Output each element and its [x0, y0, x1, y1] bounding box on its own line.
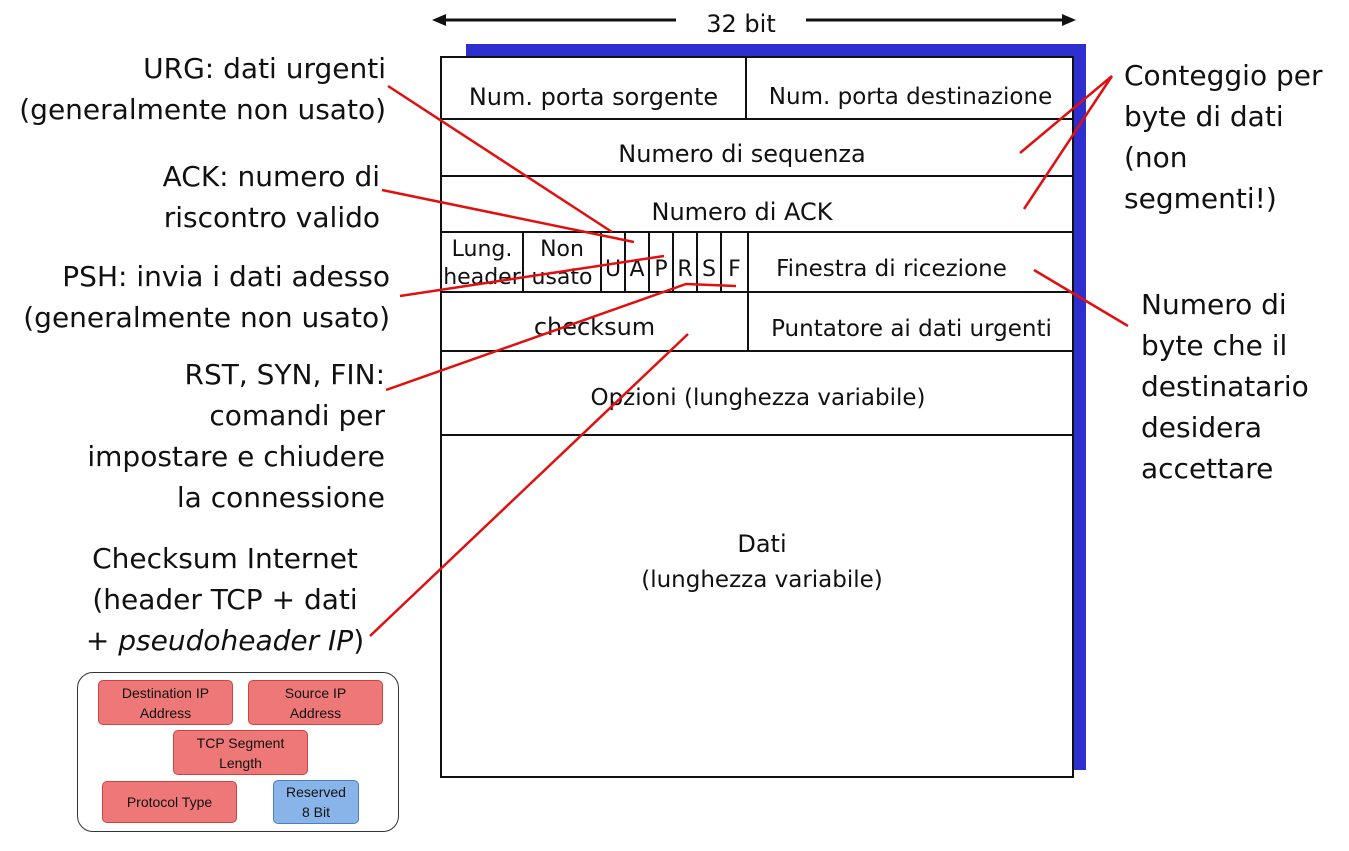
col-divider [672, 231, 674, 292]
rst-syn-fin-note: RST, SYN, FIN: comandi per impostare e c… [87, 358, 385, 514]
ack-number-field: Numero di ACK [651, 198, 833, 226]
width-label: 32 bit [706, 10, 776, 38]
flag-ack: A [629, 256, 645, 282]
flag-fin: F [728, 256, 741, 282]
pseudoheader-term: pseudoheader IP [118, 624, 354, 657]
row-divider [440, 434, 1074, 436]
col-divider [745, 56, 747, 119]
row-divider [440, 291, 1074, 293]
row-divider [440, 175, 1074, 177]
destination-port-field: Num. porta destinazione [768, 84, 1053, 110]
count-pointer-line-seq [1019, 75, 1113, 154]
urg-note: URG: dati urgenti (generalmente non usat… [19, 52, 386, 126]
protocol-type-box: Protocol Type [102, 781, 237, 823]
flag-rst: R [677, 256, 693, 282]
receive-window-field: Finestra di ricezione [776, 256, 1007, 282]
checksum-note: Checksum Internet (header TCP + dati + p… [85, 542, 365, 657]
ack-pointer-line [381, 188, 635, 244]
urgent-pointer-field: Puntatore ai dati urgenti [771, 316, 1052, 342]
row-divider [440, 118, 1074, 120]
ack-note: ACK: numero di riscontro valido [162, 160, 380, 234]
byte-count-note: Conteggio per byte di dati (non segmenti… [1124, 59, 1323, 215]
header-length-label-2: header [443, 265, 521, 290]
row-divider [440, 350, 1074, 352]
options-field: Opzioni (lunghezza variabile) [590, 385, 926, 411]
col-divider [648, 231, 650, 292]
unused-label-1: Non [540, 237, 584, 262]
urg-pointer-line [387, 84, 613, 234]
count-pointer-line-ack [1022, 75, 1114, 210]
window-pointer-line [1033, 268, 1129, 328]
source-port-field: Num. porta sorgente [468, 83, 719, 111]
window-note: Numero di byte che il destinatario desid… [1141, 288, 1309, 485]
col-divider [696, 231, 698, 292]
col-divider [600, 231, 602, 292]
header-length-label-1: Lung. [451, 237, 513, 262]
width-arrow [432, 14, 1076, 26]
row-divider [440, 231, 1074, 233]
col-divider [747, 231, 749, 351]
checksum-field: checksum [533, 313, 656, 341]
flag-syn: S [702, 256, 716, 282]
psh-pointer-line [399, 254, 665, 298]
data-field-sublabel: (lunghezza variabile) [641, 567, 883, 593]
rst-syn-fin-pointer-line [385, 282, 737, 392]
col-divider [720, 231, 722, 292]
flag-psh: P [654, 256, 668, 282]
sequence-number-field: Numero di sequenza [618, 140, 866, 168]
checksum-pointer-line [369, 333, 689, 637]
unused-label-2: usato [531, 265, 593, 290]
psh-note: PSH: invia i dati adesso (generalmente n… [23, 260, 390, 334]
data-field-label: Dati [737, 530, 787, 558]
col-divider [522, 231, 524, 292]
